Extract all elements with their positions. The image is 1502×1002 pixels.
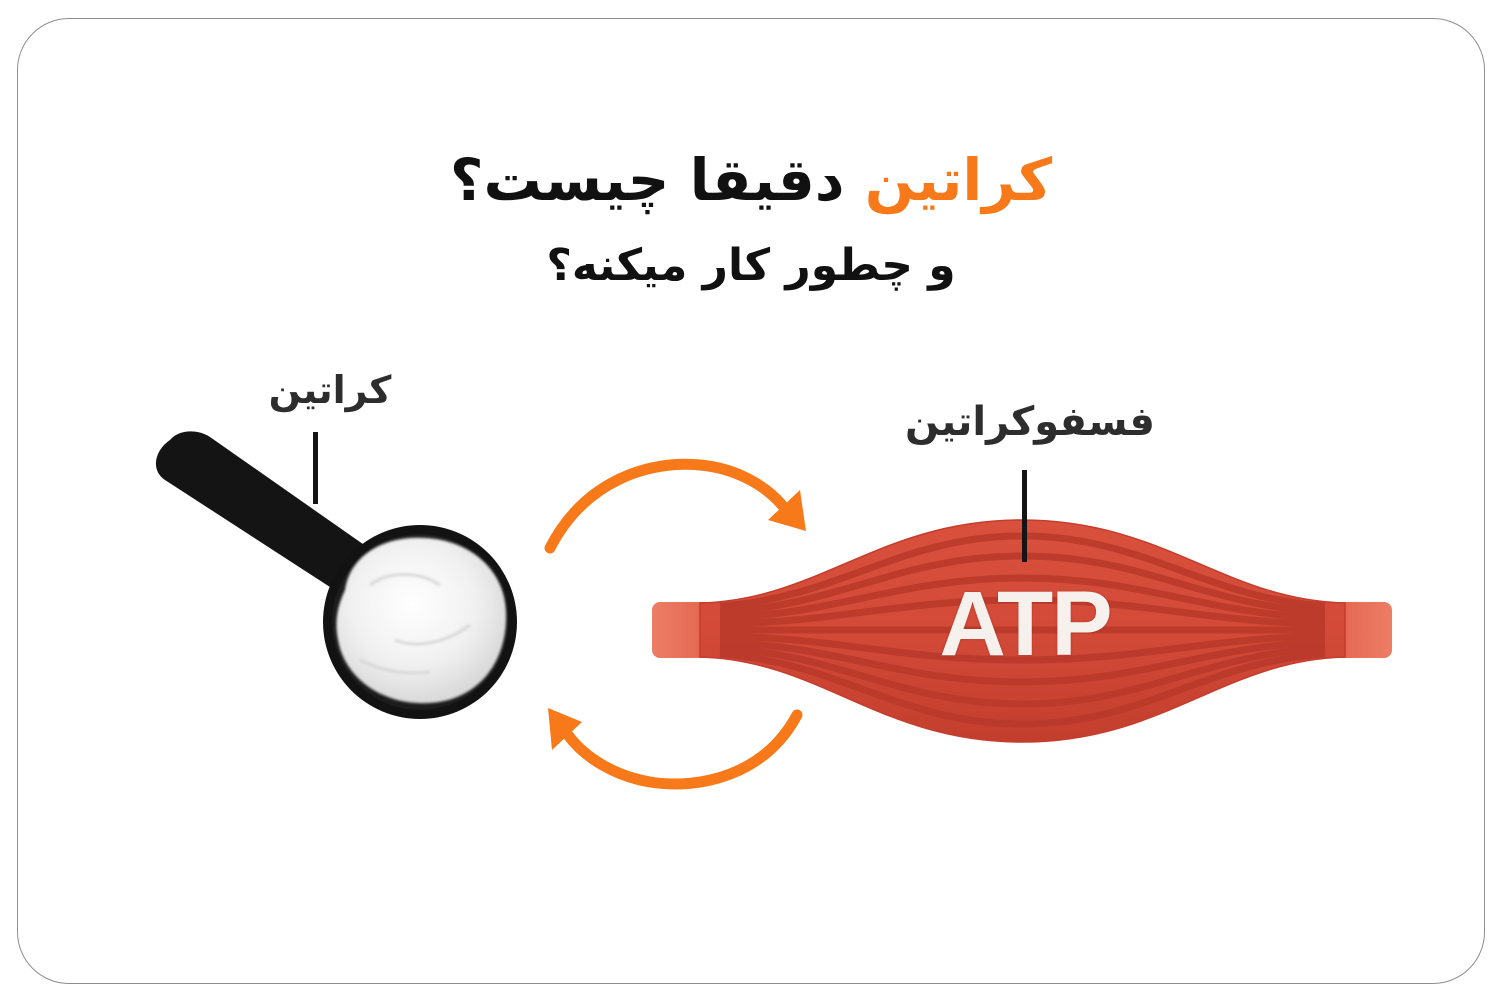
- curved-arrow-left-icon: [562, 709, 803, 790]
- title-rest: دقیقا چیست؟: [449, 146, 865, 214]
- curved-arrow-right-icon: [544, 458, 788, 554]
- page-subtitle: و چطور کار میکنه؟: [546, 240, 956, 291]
- creatine-label: کراتین: [268, 368, 392, 412]
- phosphocreatine-pointer-line: [1022, 470, 1027, 562]
- muscle-fiber-icon: [652, 519, 1392, 743]
- powder-scoop-icon: [155, 431, 517, 719]
- creatine-pointer-line: [313, 432, 318, 504]
- title-accent-word: کراتین: [864, 146, 1053, 214]
- page-title: کراتین دقیقا چیست؟: [0, 142, 1502, 218]
- atp-label: ATP: [939, 573, 1112, 675]
- phosphocreatine-label: فسفوکراتین: [905, 399, 1155, 445]
